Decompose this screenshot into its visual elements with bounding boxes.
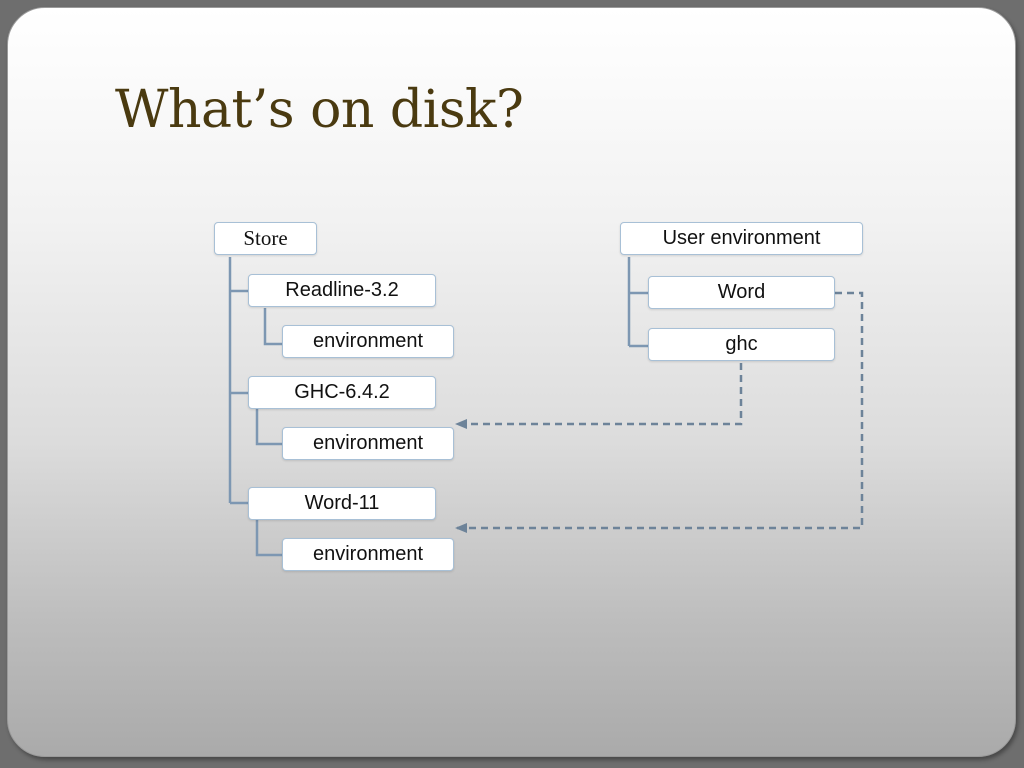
readline-env-connector [263, 308, 282, 346]
ghc-link-node: ghc [648, 328, 835, 361]
link-ghc-to-ghc-environment [455, 363, 743, 429]
word-11-node: Word-11 [248, 487, 436, 520]
word-env-connector [255, 520, 282, 557]
user-env-tree-lines [627, 257, 648, 348]
ghc-environment-node: environment [282, 427, 454, 460]
slide: What’s on disk? Store [7, 7, 1016, 757]
readline-node: Readline-3.2 [248, 274, 436, 307]
diagram-connectors [228, 257, 864, 557]
slide-title: What’s on disk? [115, 80, 524, 140]
link-word-to-word-environment [455, 291, 864, 533]
user-environment-node: User environment [620, 222, 863, 255]
readline-environment-node: environment [282, 325, 454, 358]
word-11-environment-node: environment [282, 538, 454, 571]
ghc-env-connector [255, 409, 282, 446]
store-tree-lines [228, 257, 282, 557]
ghc-node: GHC-6.4.2 [248, 376, 436, 409]
word-link-node: Word [648, 276, 835, 309]
store-node: Store [214, 222, 317, 255]
